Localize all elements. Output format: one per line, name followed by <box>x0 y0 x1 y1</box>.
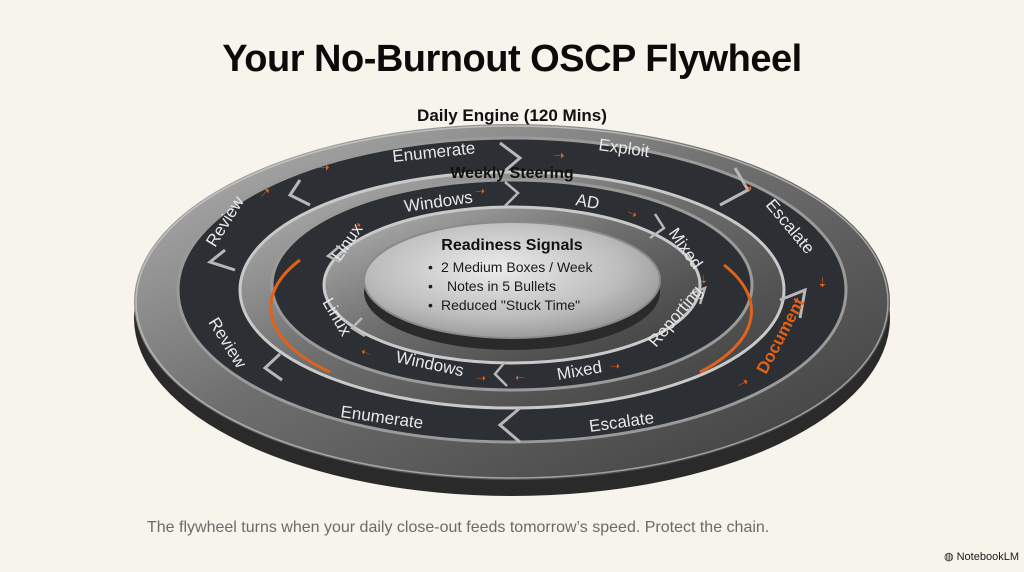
caption: The flywheel turns when your daily close… <box>147 519 770 536</box>
flow-arc-right <box>699 263 753 374</box>
arrow-icon: ➝ <box>318 159 330 175</box>
hub-top <box>363 221 661 339</box>
outer-ring-label: Daily Engine (120 Mins) <box>417 106 607 125</box>
arrow-icon: ➝ <box>553 147 565 163</box>
arrow-icon: ➝ <box>515 371 525 385</box>
svg-text:•: • <box>428 278 433 294</box>
page-title: Your No-Burnout OSCP Flywheel <box>222 38 802 80</box>
arrow-icon: ➝ <box>697 274 711 284</box>
notebooklm-logo-icon: ◍ <box>944 551 954 563</box>
flow-arc-left <box>269 258 331 374</box>
brand-watermark: ◍ NotebookLM <box>944 550 1019 564</box>
brand-label: NotebookLM <box>956 550 1019 563</box>
readiness-bullet-1: 2 Medium Boxes / Week <box>441 259 593 275</box>
arrow-icon: ➝ <box>359 345 373 362</box>
middle-ring-label: Weekly Steering <box>450 165 573 182</box>
readiness-heading: Readiness Signals <box>441 237 582 254</box>
svg-text:•: • <box>428 259 433 275</box>
readiness-bullet-3: Reduced "Stuck Time" <box>441 297 580 313</box>
arrow-icon: ➝ <box>475 184 485 198</box>
arrow-icon: ➝ <box>815 276 831 288</box>
arrow-icon: ➝ <box>610 359 620 373</box>
middle-segment-ad: AD <box>574 190 601 213</box>
readiness-bullet-2: Notes in 5 Bullets <box>447 278 556 294</box>
svg-text:•: • <box>428 297 433 313</box>
arrow-icon: ➝ <box>476 371 486 385</box>
